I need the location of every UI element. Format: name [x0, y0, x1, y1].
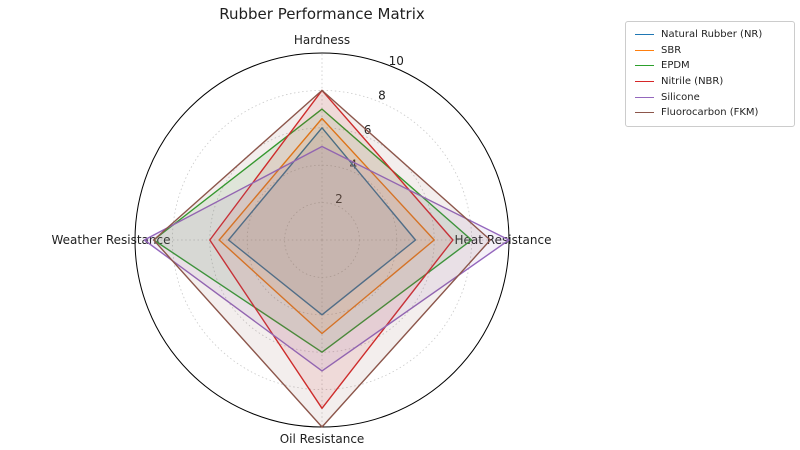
legend-item: EPDM [635, 58, 787, 74]
legend-item: Natural Rubber (NR) [635, 27, 787, 43]
radial-tick-label-6: 6 [364, 123, 372, 137]
legend-label: SBR [661, 44, 682, 56]
legend-label: Fluorocarbon (FKM) [661, 107, 759, 119]
series-fill-sbr [219, 118, 435, 334]
series-fill-silicone [144, 146, 510, 371]
legend: Natural Rubber (NR) SBR EPDM Nitrile (NB… [625, 21, 795, 127]
radial-tick-label-2: 2 [335, 192, 343, 206]
series-line-silicone [143, 145, 510, 372]
legend-line-swatch [635, 65, 654, 67]
legend-item: Fluorocarbon (FKM) [635, 105, 787, 121]
legend-label: EPDM [661, 60, 690, 72]
series-fill-fluorocarbon-fkm- [153, 90, 491, 428]
legend-line-swatch [635, 81, 654, 83]
series-fill-natural-rubber-nr- [228, 127, 416, 315]
series-fill-nitrile-nbr- [209, 90, 453, 409]
axis-label-hardness: Hardness [294, 33, 350, 47]
series-line-natural-rubber-nr- [227, 127, 417, 316]
axis-label-weather-resistance: Weather Resistance [51, 233, 170, 247]
series-fill-epdm [153, 109, 472, 353]
legend-label: Nitrile (NBR) [661, 76, 724, 88]
radial-tick-label-8: 8 [378, 88, 386, 102]
legend-item: Nitrile (NBR) [635, 74, 787, 90]
legend-item: Silicone [635, 89, 787, 105]
axis-label-heat-resistance: Heat Resistance [455, 233, 552, 247]
legend-line-swatch [635, 112, 654, 114]
legend-label: Silicone [661, 91, 700, 103]
legend-label: Natural Rubber (NR) [661, 29, 763, 41]
series-line-fluorocarbon-fkm- [153, 89, 491, 428]
series-line-sbr [218, 117, 435, 335]
legend-item: SBR [635, 43, 787, 59]
legend-line-swatch [635, 34, 654, 36]
axis-label-oil-resistance: Oil Resistance [280, 432, 365, 446]
legend-line-swatch [635, 96, 654, 98]
radial-tick-label-10: 10 [389, 54, 404, 68]
legend-line-swatch [635, 49, 654, 51]
chart-title: Rubber Performance Matrix [219, 5, 425, 23]
